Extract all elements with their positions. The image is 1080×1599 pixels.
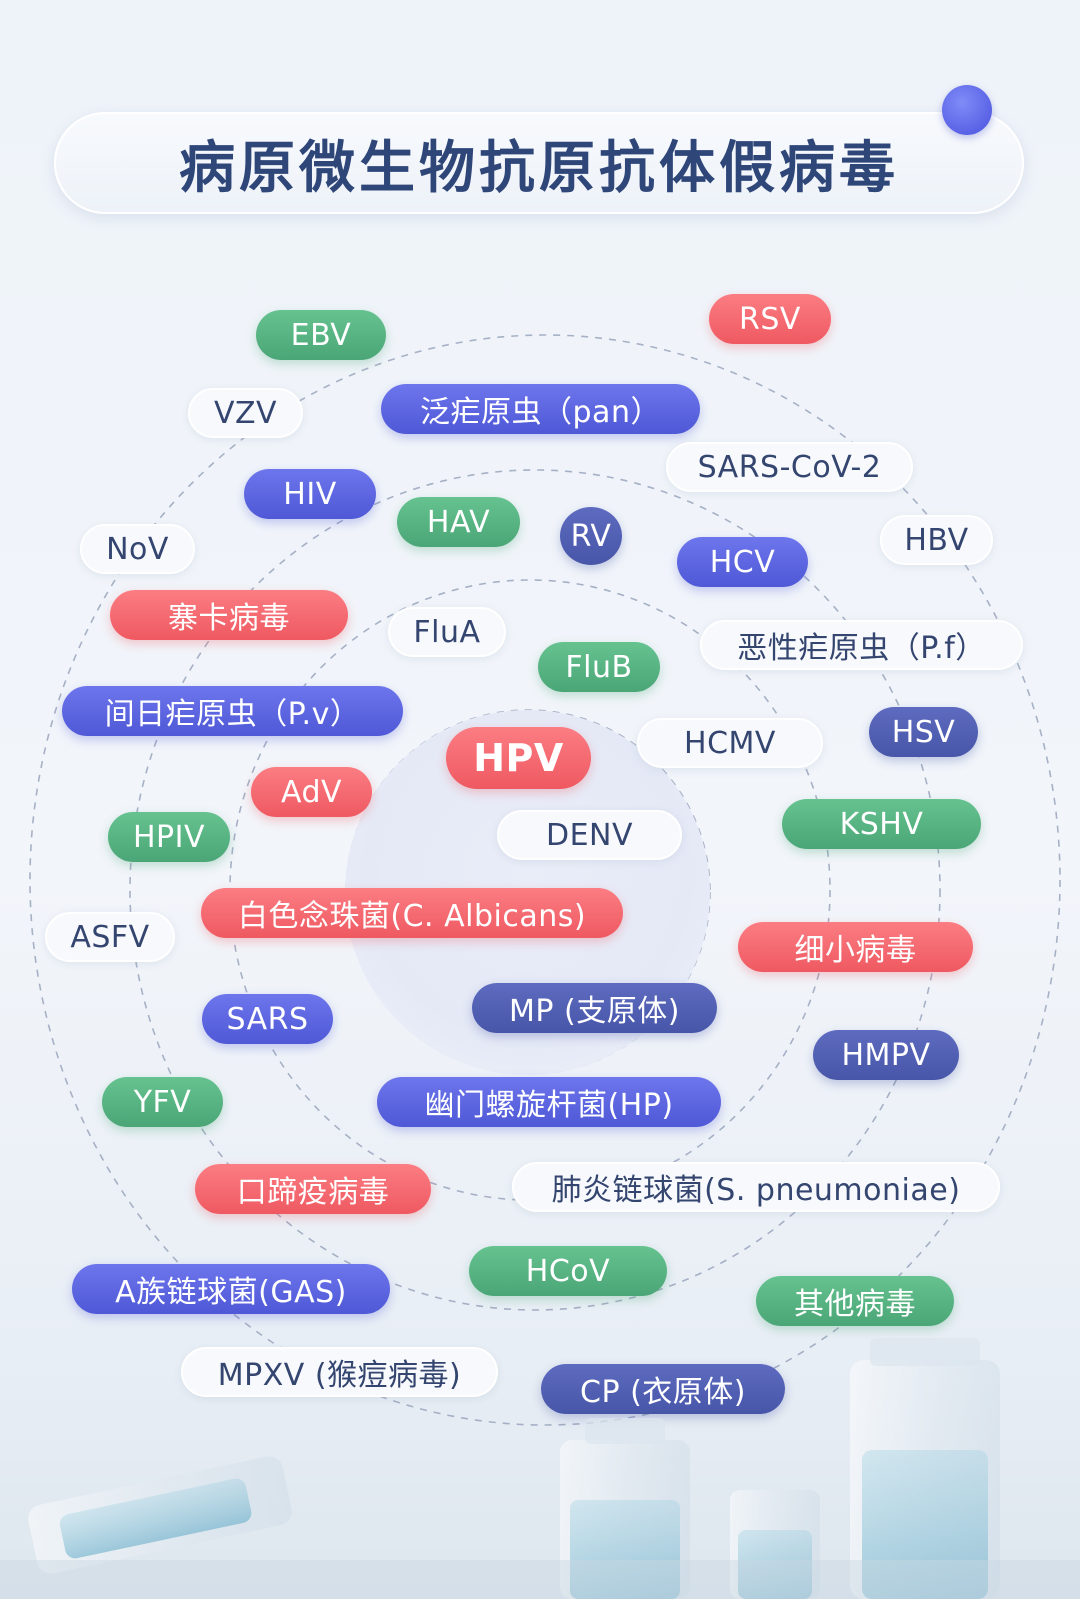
tag-nov: NoV — [80, 524, 195, 574]
tag-fmdv: 口蹄疫病毒 — [195, 1164, 431, 1214]
tag-denv: DENV — [497, 810, 682, 860]
tag-vzv: VZV — [188, 388, 303, 438]
tag-hcv: HCV — [677, 537, 808, 587]
tag-zika: 寨卡病毒 — [110, 590, 348, 640]
tag-rsv: RSV — [709, 294, 831, 344]
tag-hbv: HBV — [880, 515, 993, 565]
tag-c-albicans: 白色念珠菌(C. Albicans) — [201, 888, 623, 938]
vial-right — [850, 1338, 1000, 1599]
lab-vials-illustration — [0, 1338, 1080, 1599]
tag-asfv: ASFV — [45, 912, 175, 962]
tag-mycoplasma: MP (支原体) — [472, 983, 717, 1033]
title-banner: 病原微生物抗原抗体假病毒 — [54, 112, 1024, 214]
tag-hmpv: HMPV — [813, 1030, 959, 1080]
tag-hcmv: HCMV — [637, 718, 823, 768]
orbit-outer — [29, 334, 1061, 1426]
lab-table — [0, 1560, 1080, 1599]
page-title: 病原微生物抗原抗体假病毒 — [179, 135, 899, 201]
tag-other-viruses: 其他病毒 — [756, 1276, 954, 1326]
tag-rv: RV — [560, 507, 622, 565]
orbit-middle — [129, 469, 941, 1311]
tag-hav: HAV — [397, 497, 520, 547]
tag-flua: FluA — [388, 607, 506, 657]
tag-sars-cov-2: SARS-CoV-2 — [666, 442, 913, 492]
tag-gas: A族链球菌(GAS) — [72, 1264, 390, 1314]
tag-yfv: YFV — [102, 1077, 223, 1127]
vial-middle — [560, 1418, 690, 1599]
tag-pan-plasmodium: 泛疟原虫（pan） — [381, 384, 700, 434]
tag-hpiv: HPIV — [108, 812, 230, 862]
tag-p-falciparum: 恶性疟原虫（P.f） — [700, 620, 1023, 670]
vial-left — [28, 1456, 292, 1574]
tag-chlamydia: CP (衣原体) — [541, 1364, 785, 1414]
tag-flub: FluB — [538, 642, 660, 692]
title-decoration-dot — [942, 85, 992, 135]
tag-ebv: EBV — [256, 310, 386, 360]
vial-small — [730, 1490, 820, 1599]
tag-adv: AdV — [251, 767, 372, 817]
tag-s-pneumoniae: 肺炎链球菌(S. pneumoniae) — [512, 1162, 1000, 1212]
tag-h-pylori: 幽门螺旋杆菌(HP) — [377, 1077, 721, 1127]
tag-hiv: HIV — [244, 469, 376, 519]
tag-kshv: KSHV — [782, 799, 981, 849]
tag-sars: SARS — [202, 994, 333, 1044]
tag-hsv: HSV — [869, 707, 978, 757]
tag-hcov: HCoV — [469, 1246, 667, 1296]
tag-p-vivax: 间日疟原虫（P.v） — [62, 686, 403, 736]
tag-parvovirus: 细小病毒 — [738, 922, 973, 972]
tag-hpv: HPV — [446, 727, 591, 789]
tag-mpxv: MPXV (猴痘病毒) — [181, 1347, 498, 1397]
